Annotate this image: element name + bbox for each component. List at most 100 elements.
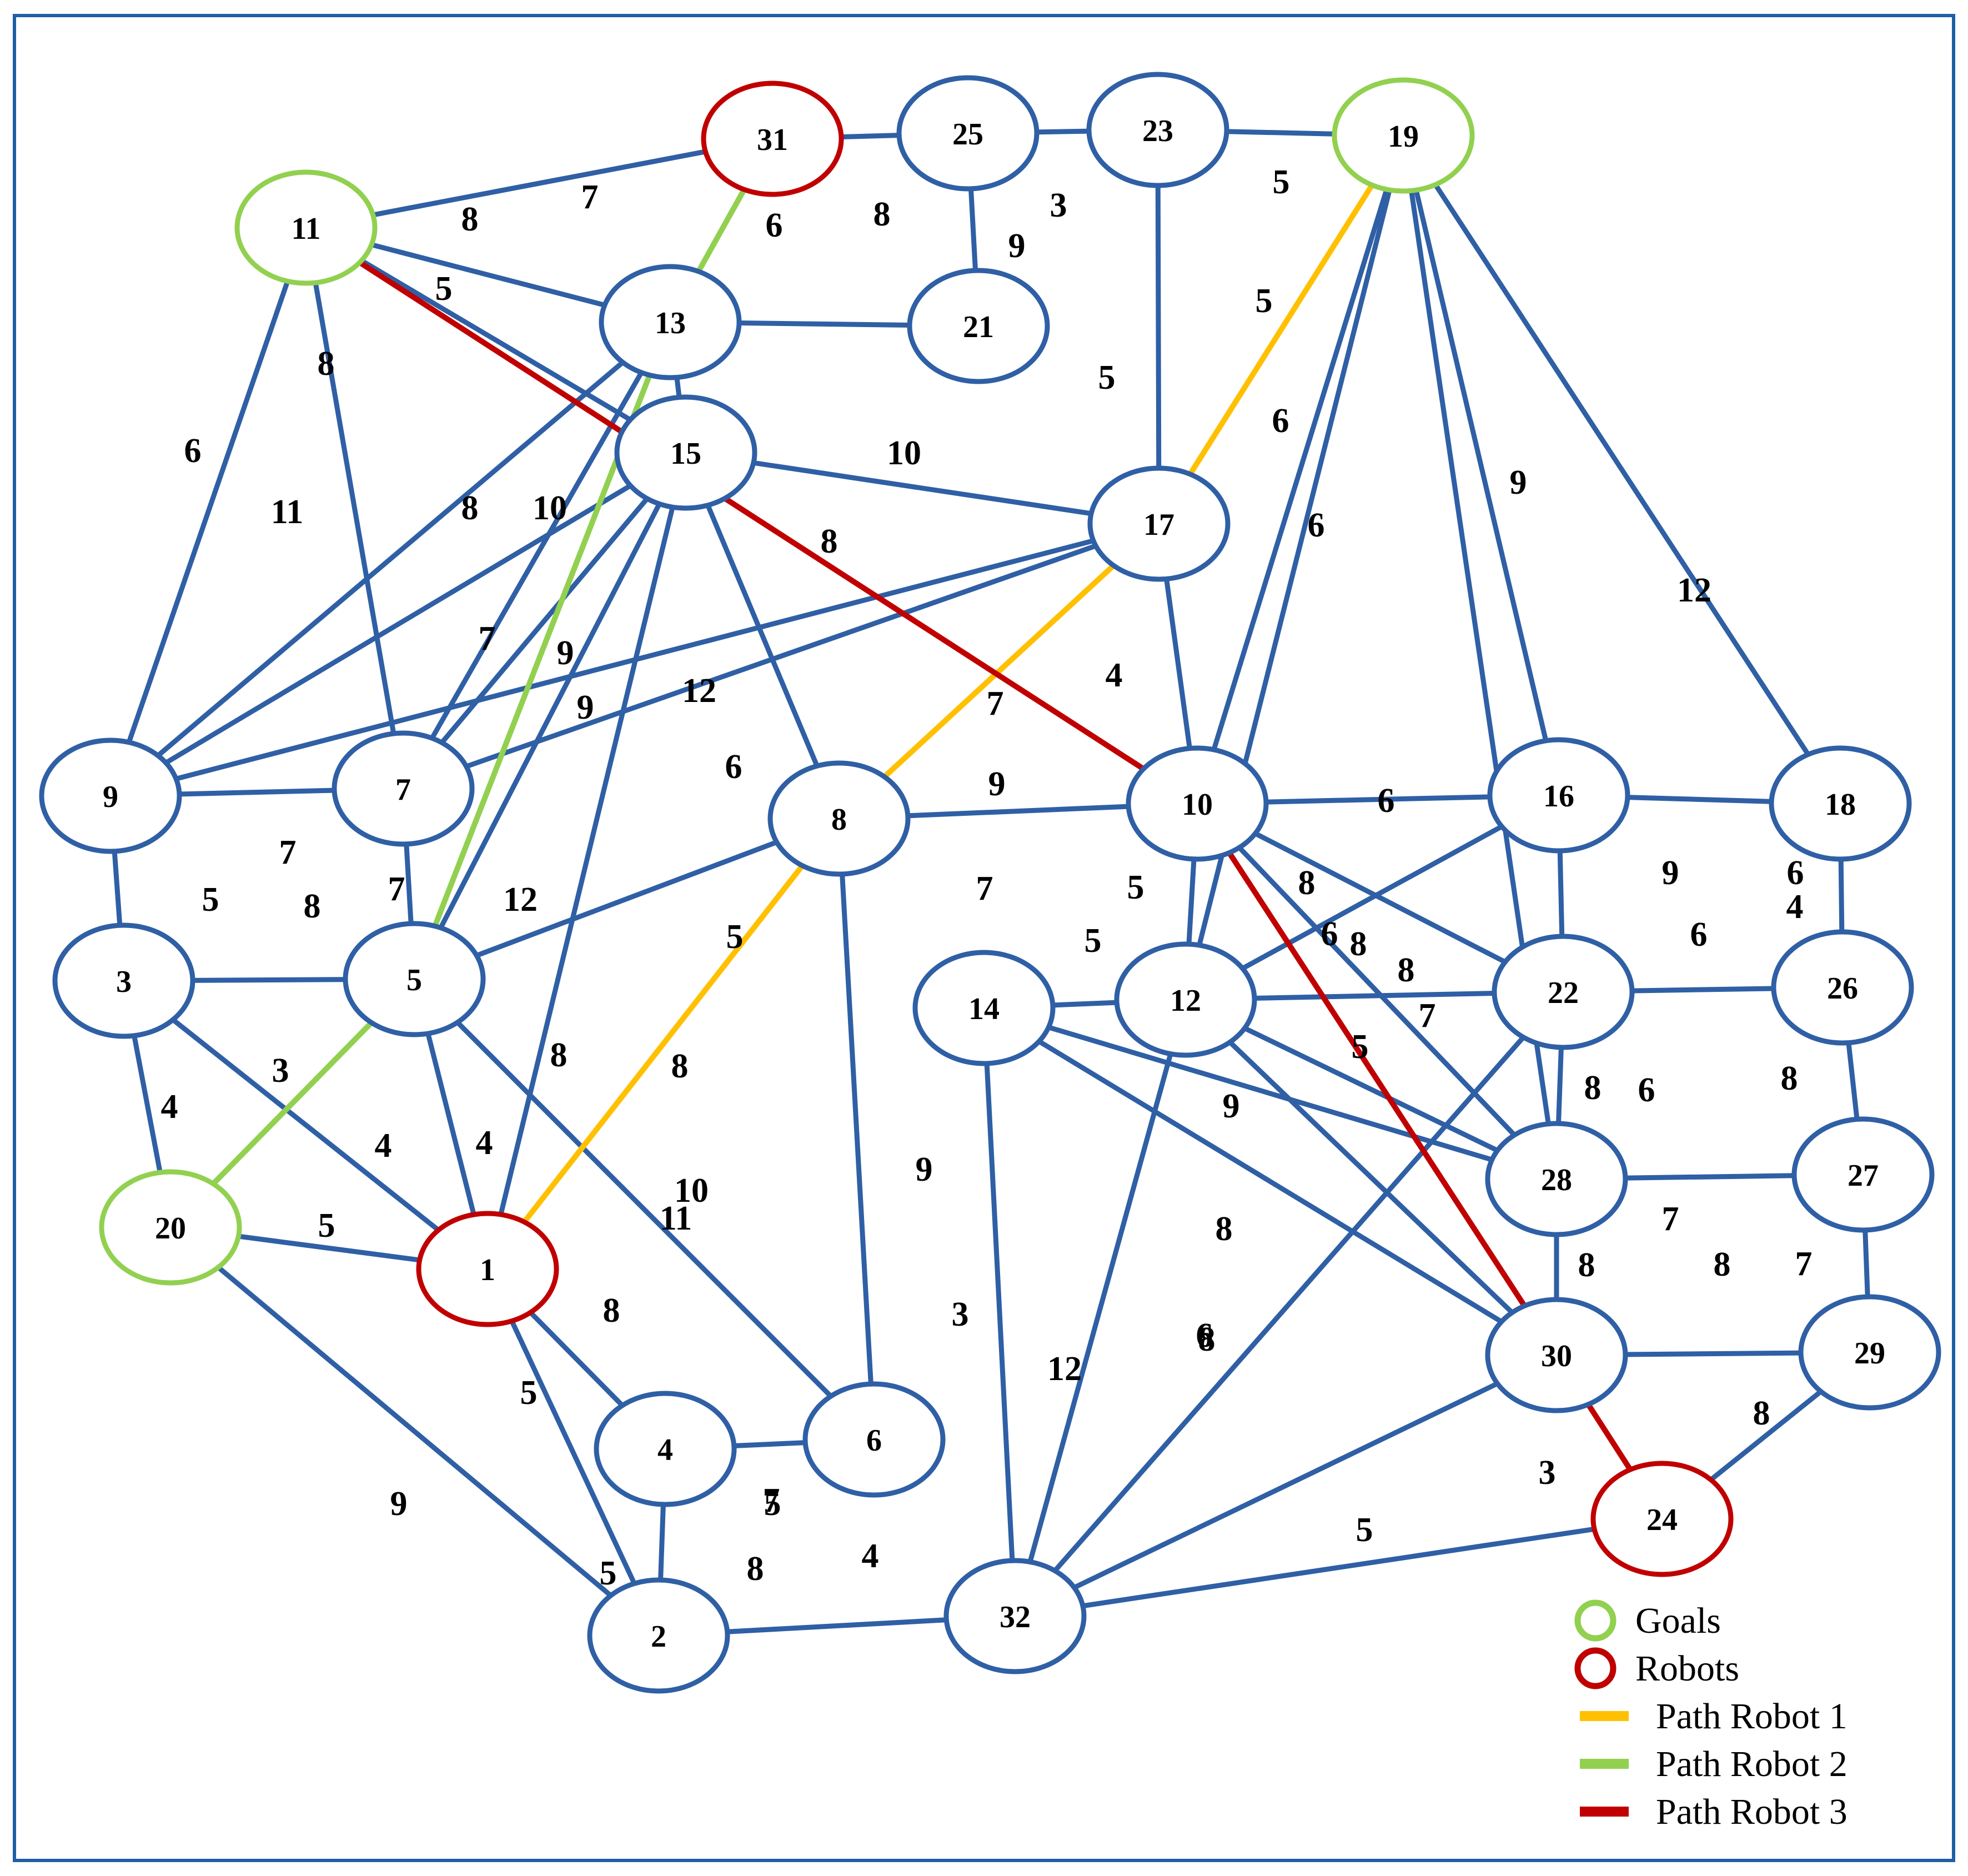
node-9-normal-circle (39, 738, 182, 854)
edge-weight-label: 9 (1510, 464, 1527, 501)
edge-weight-label: 9 (916, 1151, 933, 1188)
node-17-label: 17 (1143, 508, 1174, 542)
node-32-normal-circle (943, 1558, 1087, 1674)
edge-17-8-robot1-path (837, 521, 1161, 821)
node-19-goal-circle (1332, 77, 1475, 194)
edge-weight-label: 8 (873, 195, 891, 233)
node-1-label: 1 (480, 1253, 495, 1287)
edge-20-2 (169, 1225, 660, 1638)
node-16-normal-circle (1487, 737, 1630, 854)
edge-16-12 (1184, 793, 1560, 1002)
legend-goal-label: Goals (1635, 1601, 1721, 1641)
node-12-label: 12 (1170, 984, 1201, 1018)
edge-14-32 (981, 1007, 1018, 1617)
edge-weight-label: 12 (1677, 571, 1711, 609)
node-15: 15 (614, 394, 757, 511)
edge-weight-label: 8 (1398, 951, 1415, 989)
edge-weight-label: 7 (987, 685, 1004, 723)
edge-weight-label: 5 (318, 1207, 335, 1245)
edge-layer (108, 127, 1872, 1638)
edge-weight-label: 6 (1787, 854, 1804, 892)
edge-weight-label: 5 (1127, 869, 1144, 906)
edge-12-32 (1012, 999, 1188, 1617)
edge-15-17 (685, 450, 1159, 526)
edge-weight-label: 8 (671, 1047, 689, 1085)
legend-robot-marker (1574, 1647, 1616, 1689)
node-22-normal-circle (1492, 934, 1635, 1050)
node-25-label: 25 (952, 117, 983, 152)
edge-3-1 (122, 979, 489, 1271)
edge-11-7 (303, 227, 406, 789)
edge-weight-label: 8 (1584, 1069, 1601, 1107)
edge-weight-label: 8 (1714, 1246, 1731, 1283)
edge-weight-label: 10 (674, 1172, 709, 1210)
node-21: 21 (907, 268, 1050, 384)
edge-weight-label: 7 (581, 178, 599, 216)
edge-22-32 (1013, 990, 1565, 1618)
edge-weight-label: 7 (388, 870, 405, 908)
edge-weight-label: 11 (271, 493, 304, 531)
edge-19-10 (1194, 134, 1406, 805)
node-25: 25 (896, 75, 1040, 192)
edge-weight-label: 5 (1352, 1028, 1369, 1066)
node-19: 19 (1332, 77, 1475, 194)
edge-weight-label: 6 (1321, 915, 1338, 953)
edge-weight-label: 8 (318, 345, 335, 383)
node-6: 6 (802, 1381, 946, 1498)
edge-10-30-robot3-path (1194, 802, 1559, 1357)
node-5-normal-circle (343, 921, 486, 1037)
edge-12-28 (1184, 997, 1558, 1182)
node-30: 30 (1485, 1297, 1628, 1413)
node-13: 13 (599, 264, 742, 380)
node-19-label: 19 (1388, 119, 1419, 154)
node-25-normal-circle (896, 75, 1040, 192)
edge-weight-label: 5 (1085, 922, 1102, 960)
node-8: 8 (767, 760, 911, 877)
edge-weight-label: 5 (520, 1374, 538, 1412)
edge-weight-label: 12 (503, 881, 538, 919)
edge-8-6 (836, 818, 877, 1440)
edge-weight-label: 6 (1378, 782, 1395, 820)
edge-weight-label: 10 (533, 489, 567, 527)
node-12-normal-circle (1114, 941, 1257, 1058)
edge-weight-label: 4 (1106, 656, 1123, 694)
node-21-normal-circle (907, 268, 1050, 384)
edge-11-9 (108, 227, 309, 797)
node-21-label: 21 (963, 310, 994, 344)
edge-weight-label: 5 (435, 270, 453, 308)
node-30-label: 30 (1541, 1339, 1572, 1373)
node-13-normal-circle (599, 264, 742, 380)
node-23-label: 23 (1142, 114, 1173, 148)
edge-weight-label: 4 (375, 1127, 392, 1165)
edge-30-32 (1014, 1352, 1558, 1619)
node-16: 16 (1487, 737, 1630, 854)
edge-weight-label: 6 (1690, 916, 1708, 954)
edge-weight-label: 5 (726, 918, 744, 956)
edge-weight-label: 8 (1350, 925, 1367, 963)
edge-weight-label: 5 (1273, 163, 1290, 201)
edge-weight-label: 8 (550, 1036, 568, 1074)
node-10-normal-circle (1126, 745, 1269, 862)
edge-weight-label: 5 (1356, 1511, 1373, 1549)
node-11-goal-circle (234, 169, 378, 286)
node-27-normal-circle (1791, 1116, 1935, 1233)
node-6-normal-circle (802, 1381, 946, 1498)
edge-19-16 (1400, 134, 1562, 796)
legend-path-robot-2-label: Path Robot 2 (1656, 1744, 1847, 1784)
edge-weight-label: 9 (1223, 1087, 1240, 1125)
node-7-normal-circle (332, 730, 475, 847)
edge-weight-label: 5 (764, 1485, 781, 1523)
edge-8-5 (413, 816, 840, 982)
edge-weight-label: 3 (1050, 187, 1067, 224)
edge-weight-label: 8 (1198, 1321, 1216, 1358)
edge-weight-label: 5 (600, 1554, 617, 1592)
node-24: 24 (1590, 1461, 1734, 1577)
node-4: 4 (594, 1391, 737, 1507)
edge-weight-label: 9 (1008, 227, 1026, 265)
node-3: 3 (52, 922, 195, 1039)
edge-1-2 (485, 1268, 661, 1637)
node-2-normal-circle (587, 1577, 730, 1694)
edge-weight-label: 7 (763, 1482, 780, 1519)
